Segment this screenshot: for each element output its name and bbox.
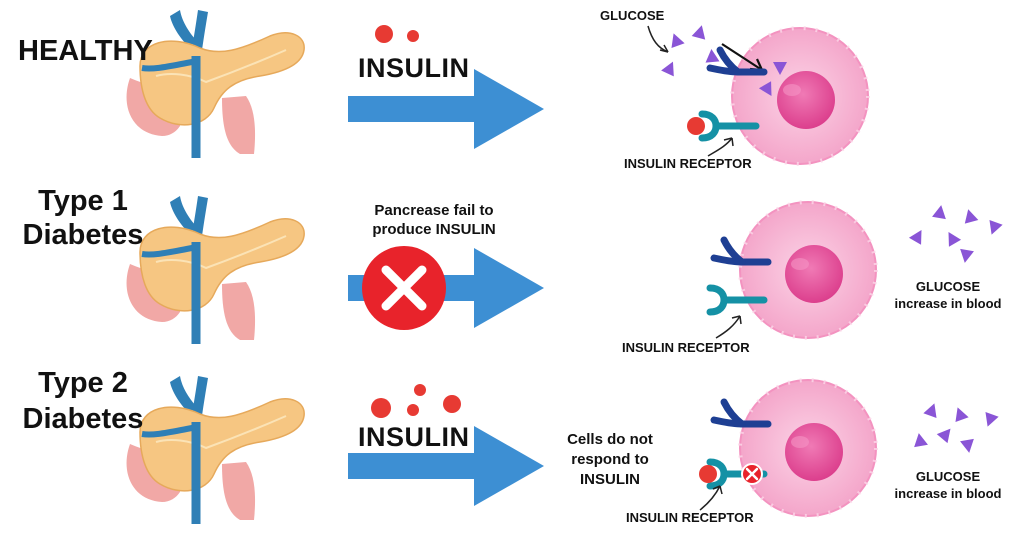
pancreas-icon [127,376,305,524]
cross-icon [741,463,763,485]
insulin-label: INSULIN [358,53,470,83]
insulin-molecule-icon [407,30,419,42]
glucose-increase-note: increase in blood [894,486,1002,501]
type2-note-line3: INSULIN [580,471,640,488]
row-title-healthy: HEALTHY [18,35,153,67]
insulin-receptor-label: INSULIN RECEPTOR [622,340,750,355]
type1-note-line1: Pancrease fail to [374,202,494,219]
insulin-receptor-label: INSULIN RECEPTOR [626,510,754,525]
glucose-icon [911,401,999,455]
row-title-type2-line1: Type 2 [38,367,128,399]
pancreas-icon [127,196,305,344]
cell-icon [738,200,878,340]
insulin-molecule-icon [371,384,461,418]
cross-icon [362,246,446,330]
glucose-increase-note: increase in blood [894,296,1002,311]
glucose-label: GLUCOSE [915,279,981,294]
arrow-icon [721,43,763,71]
insulin-label: INSULIN [358,422,470,452]
insulin-molecule-icon [699,465,717,483]
row-title-type1-line1: Type 1 [38,185,128,217]
cell-icon [738,378,878,518]
type1-note-line2: produce INSULIN [372,221,496,238]
insulin-molecule-icon [687,117,705,135]
insulin-receptor-label: INSULIN RECEPTOR [624,156,752,171]
type2-note-line1: Cells do not [567,431,653,448]
type2-note-line2: respond to [571,451,649,468]
glucose-icon [908,203,1003,265]
row-title-type2-line2: Diabetes [22,403,144,435]
pancreas-icon [127,10,305,158]
row-title-type1-line2: Diabetes [22,219,144,251]
cell-icon [730,26,870,166]
glucose-label: GLUCOSE [600,8,665,23]
insulin-molecule-icon [375,25,393,43]
glucose-label: GLUCOSE [915,469,981,484]
